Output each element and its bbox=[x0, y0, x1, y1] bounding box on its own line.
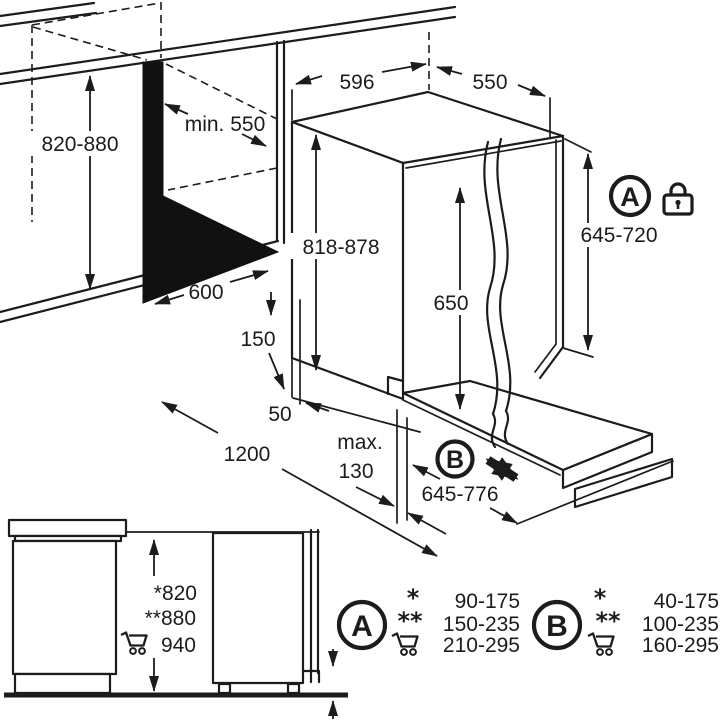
ext-645-720-top bbox=[564, 138, 592, 153]
legend-a-value-3: 210-295 bbox=[443, 634, 520, 657]
dim-arrow-max130-1 bbox=[355, 486, 395, 507]
legend-a-letter: A bbox=[351, 610, 373, 643]
side-view-freestanding bbox=[7, 518, 128, 695]
break-wave-4 bbox=[503, 409, 510, 446]
dim-arrow-550-right bbox=[517, 84, 546, 97]
dim-arrow-596-left bbox=[295, 74, 323, 85]
open-door-thickness bbox=[402, 399, 561, 476]
dimension-annotations: 820-880 min. 550 600 150 50 596 550 bbox=[30, 32, 674, 557]
dim-arrow-645-776-left bbox=[412, 464, 441, 480]
door-bottom-slant-2 bbox=[534, 343, 557, 373]
dim-label-50: 50 bbox=[268, 403, 291, 426]
niche-cutout bbox=[142, 61, 280, 304]
legend-b-value-2: 100-235 bbox=[642, 613, 719, 636]
ext-645-776 bbox=[516, 460, 674, 525]
dim-label-appliance-height: 818-878 bbox=[302, 236, 379, 259]
dim-arrow-niche-width-1 bbox=[154, 294, 185, 305]
appliance-side-face bbox=[290, 120, 405, 401]
cabinet-niche-view bbox=[0, 1, 457, 324]
door-bottom-slant bbox=[538, 345, 565, 380]
double-arrow-icon bbox=[485, 456, 519, 482]
dim-label-645-776: 645-776 bbox=[421, 483, 498, 506]
dim-label-niche-height: 820-880 bbox=[41, 133, 118, 156]
legend-a: A * ** 90-175 150-235 210-295 bbox=[336, 584, 520, 657]
legend-b: B * ** 40-175 100-235 160-295 bbox=[531, 584, 719, 657]
side-view-heights: *820 **880 940 bbox=[119, 539, 197, 692]
dim-label-550: 550 bbox=[472, 71, 507, 94]
foot-right bbox=[286, 682, 301, 695]
worktop-front-edge bbox=[0, 5, 457, 76]
dim-label-150: 150 bbox=[240, 328, 275, 351]
legend-a-value-2: 150-235 bbox=[443, 613, 520, 636]
dim-arrow-niche-width-2 bbox=[229, 270, 269, 283]
built-in-body bbox=[211, 531, 305, 685]
marker-a-top: A bbox=[608, 174, 694, 218]
cart-icon bbox=[586, 632, 615, 657]
freestanding-worktop bbox=[7, 518, 128, 538]
dim-label-645-720: 645-720 bbox=[580, 224, 657, 247]
cart-icon bbox=[390, 632, 419, 657]
legend-b-circle bbox=[531, 599, 583, 651]
built-in-door-bottom bbox=[301, 669, 321, 684]
dim-arrow-50 bbox=[305, 402, 330, 413]
lock-icon bbox=[662, 182, 694, 216]
legend-a-double-star: ** bbox=[397, 607, 423, 635]
legend-a-star: * bbox=[407, 584, 420, 612]
plinth-recess bbox=[386, 375, 405, 396]
legend-b-value-3: 160-295 bbox=[642, 634, 719, 657]
freestanding-plinth bbox=[13, 672, 112, 695]
break-wave-3 bbox=[490, 412, 497, 449]
dim-label-niche-depth: min. 550 bbox=[185, 113, 266, 136]
dim-label-1200: 1200 bbox=[224, 443, 271, 466]
dim-arrow-niche-depth-1 bbox=[164, 103, 189, 115]
cart-icon bbox=[119, 631, 148, 656]
dim-label-niche-width: 600 bbox=[188, 281, 223, 304]
dim-arrow-1200-right bbox=[281, 468, 438, 557]
dim-label-130: 130 bbox=[338, 460, 373, 483]
height-double-star: **880 bbox=[145, 607, 196, 630]
dim-label-596: 596 bbox=[339, 71, 374, 94]
foot-left bbox=[217, 682, 232, 695]
dim-arrow-1200-left bbox=[161, 401, 219, 434]
door-top-edge bbox=[405, 140, 562, 169]
marker-b-circle bbox=[435, 439, 475, 479]
worktop-back-edge-2 bbox=[0, 11, 98, 28]
legend-b-letter: B bbox=[546, 610, 568, 643]
dashed-niche-back-bottom bbox=[167, 167, 278, 191]
dim-arrow-max130-2 bbox=[407, 512, 447, 535]
dim-label-650: 650 bbox=[433, 292, 468, 315]
legend-a-circle bbox=[336, 599, 388, 651]
break-wave-1 bbox=[483, 140, 499, 416]
height-cart: 940 bbox=[161, 634, 196, 657]
dashed-cabinet-depth bbox=[32, 26, 148, 61]
marker-a-letter: A bbox=[620, 182, 640, 212]
legend-b-double-star: ** bbox=[595, 607, 621, 635]
worktop-front-edge-2 bbox=[0, 15, 457, 86]
floor-line bbox=[292, 397, 421, 433]
legend-b-value-1: 40-175 bbox=[654, 590, 719, 613]
break-wave-2 bbox=[496, 137, 512, 413]
dim-arrow-niche-depth-2 bbox=[241, 133, 267, 147]
dim-arrow-645-776-right bbox=[489, 507, 518, 524]
dim-arrow-150-diag bbox=[268, 352, 285, 390]
dashed-niche-back-top bbox=[165, 63, 278, 120]
dim-arrow-596-right bbox=[381, 61, 427, 73]
marker-b-main: B bbox=[435, 439, 519, 482]
marker-a-circle bbox=[608, 174, 652, 218]
open-door-top-face bbox=[401, 379, 654, 472]
legend-a-value-1: 90-175 bbox=[455, 590, 520, 613]
freestanding-body bbox=[11, 539, 118, 676]
legend-b-star: * bbox=[594, 584, 607, 612]
dim-label-max: max. bbox=[337, 431, 383, 454]
dashed-cabinet-top bbox=[31, 2, 161, 26]
worktop-back-edge bbox=[0, 1, 96, 18]
height-star: *820 bbox=[154, 582, 197, 605]
dim-arrow-550-left bbox=[436, 66, 463, 76]
ext-645-720-bottom bbox=[562, 347, 594, 358]
side-view-built-in bbox=[125, 528, 338, 719]
marker-b-letter: B bbox=[446, 446, 464, 474]
